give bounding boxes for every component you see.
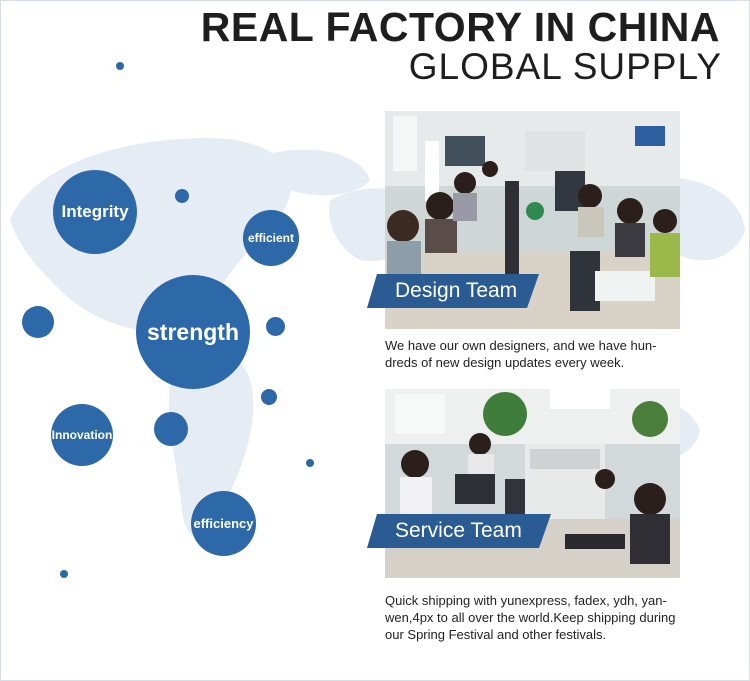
strength-bubble: strength <box>136 275 250 389</box>
decor-dot <box>261 389 277 405</box>
efficient-bubble: efficient <box>243 210 299 266</box>
innovation-bubble: Innovation <box>51 404 113 466</box>
service-desc-line: our Spring Festival and other festivals. <box>385 627 607 642</box>
design-team-banner: Design Team <box>367 274 539 308</box>
design-team-description: We have our own designers, and we have h… <box>385 337 685 371</box>
service-desc-line: Quick shipping with yunexpress, fadex, y… <box>385 593 667 608</box>
service-team-description: Quick shipping with yunexpress, fadex, y… <box>385 592 715 643</box>
decor-dot <box>22 306 54 338</box>
design-desc-line: dreds of new design updates every week. <box>385 355 625 370</box>
innovation-label: Innovation <box>51 428 113 442</box>
integrity-bubble: Integrity <box>53 170 137 254</box>
service-team-banner: Service Team <box>367 514 551 548</box>
efficiency-bubble: efficiency <box>191 491 256 556</box>
decor-dot <box>154 412 188 446</box>
service-team-photo <box>385 389 680 578</box>
integrity-label: Integrity <box>61 202 129 221</box>
decor-dot <box>175 189 189 203</box>
decor-dot <box>306 459 314 467</box>
page-subtitle: GLOBAL SUPPLY <box>408 46 722 87</box>
design-team-label: Design Team <box>395 279 518 302</box>
page-title: REAL FACTORY IN CHINA <box>200 4 720 50</box>
efficiency-label: efficiency <box>193 516 254 531</box>
strength-label: strength <box>147 318 239 345</box>
service-team-label: Service Team <box>395 519 522 542</box>
design-desc-line: We have our own designers, and we have h… <box>385 338 657 353</box>
service-desc-line: wen,4px to all over the world.Keep shipp… <box>385 610 676 625</box>
decor-dot <box>60 570 68 578</box>
decor-dot <box>266 317 285 336</box>
decor-dot <box>116 62 124 70</box>
efficient-label: efficient <box>247 231 294 245</box>
